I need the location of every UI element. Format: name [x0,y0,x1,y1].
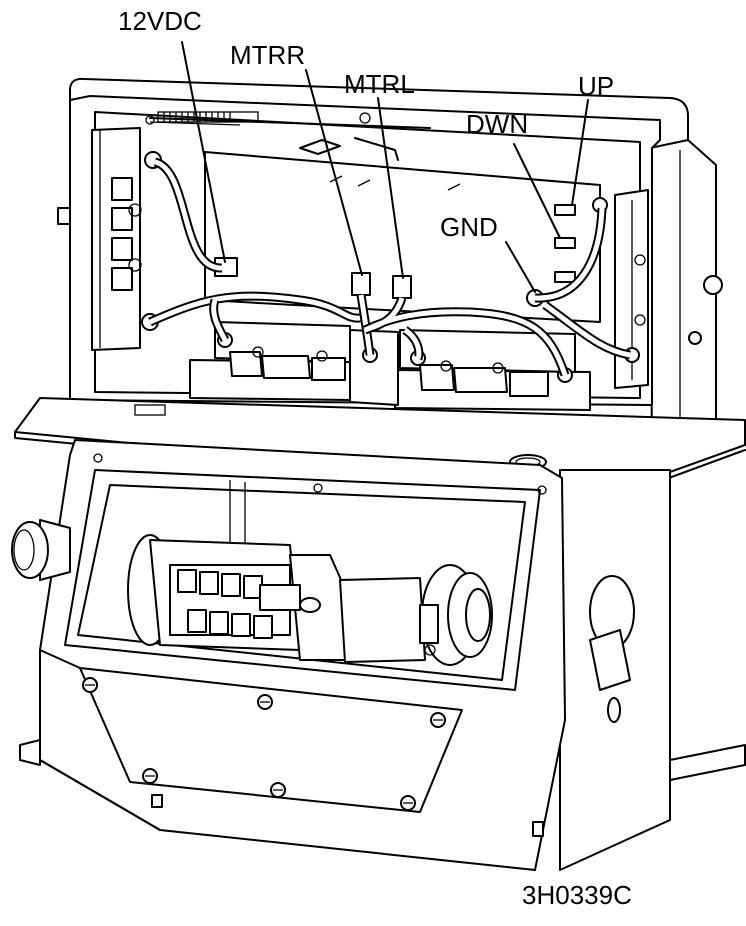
right-cable-gland [589,575,635,723]
label-up: UP [578,71,614,101]
figure-id: 3H0339C [522,880,632,910]
left-cable-gland [11,519,71,581]
callout-leaders [181,41,589,293]
panel-screws [82,453,547,811]
board-terminals [554,204,576,283]
callout-labels: 12VDC MTRR MTRL UP DWN GND 3H0339C [118,6,632,910]
motor-assembly [127,534,493,666]
label-gnd: GND [440,212,498,242]
label-dwn: DWN [466,109,528,139]
label-12vdc: 12VDC [118,6,202,36]
label-mtrl: MTRL [344,69,415,99]
relay-group-left [189,321,351,401]
label-mtrr: MTRR [230,40,305,70]
lower-motor-box [11,439,746,871]
upper-control-box [57,77,723,456]
wire-harness [148,157,631,377]
relay-group-right [394,329,591,411]
